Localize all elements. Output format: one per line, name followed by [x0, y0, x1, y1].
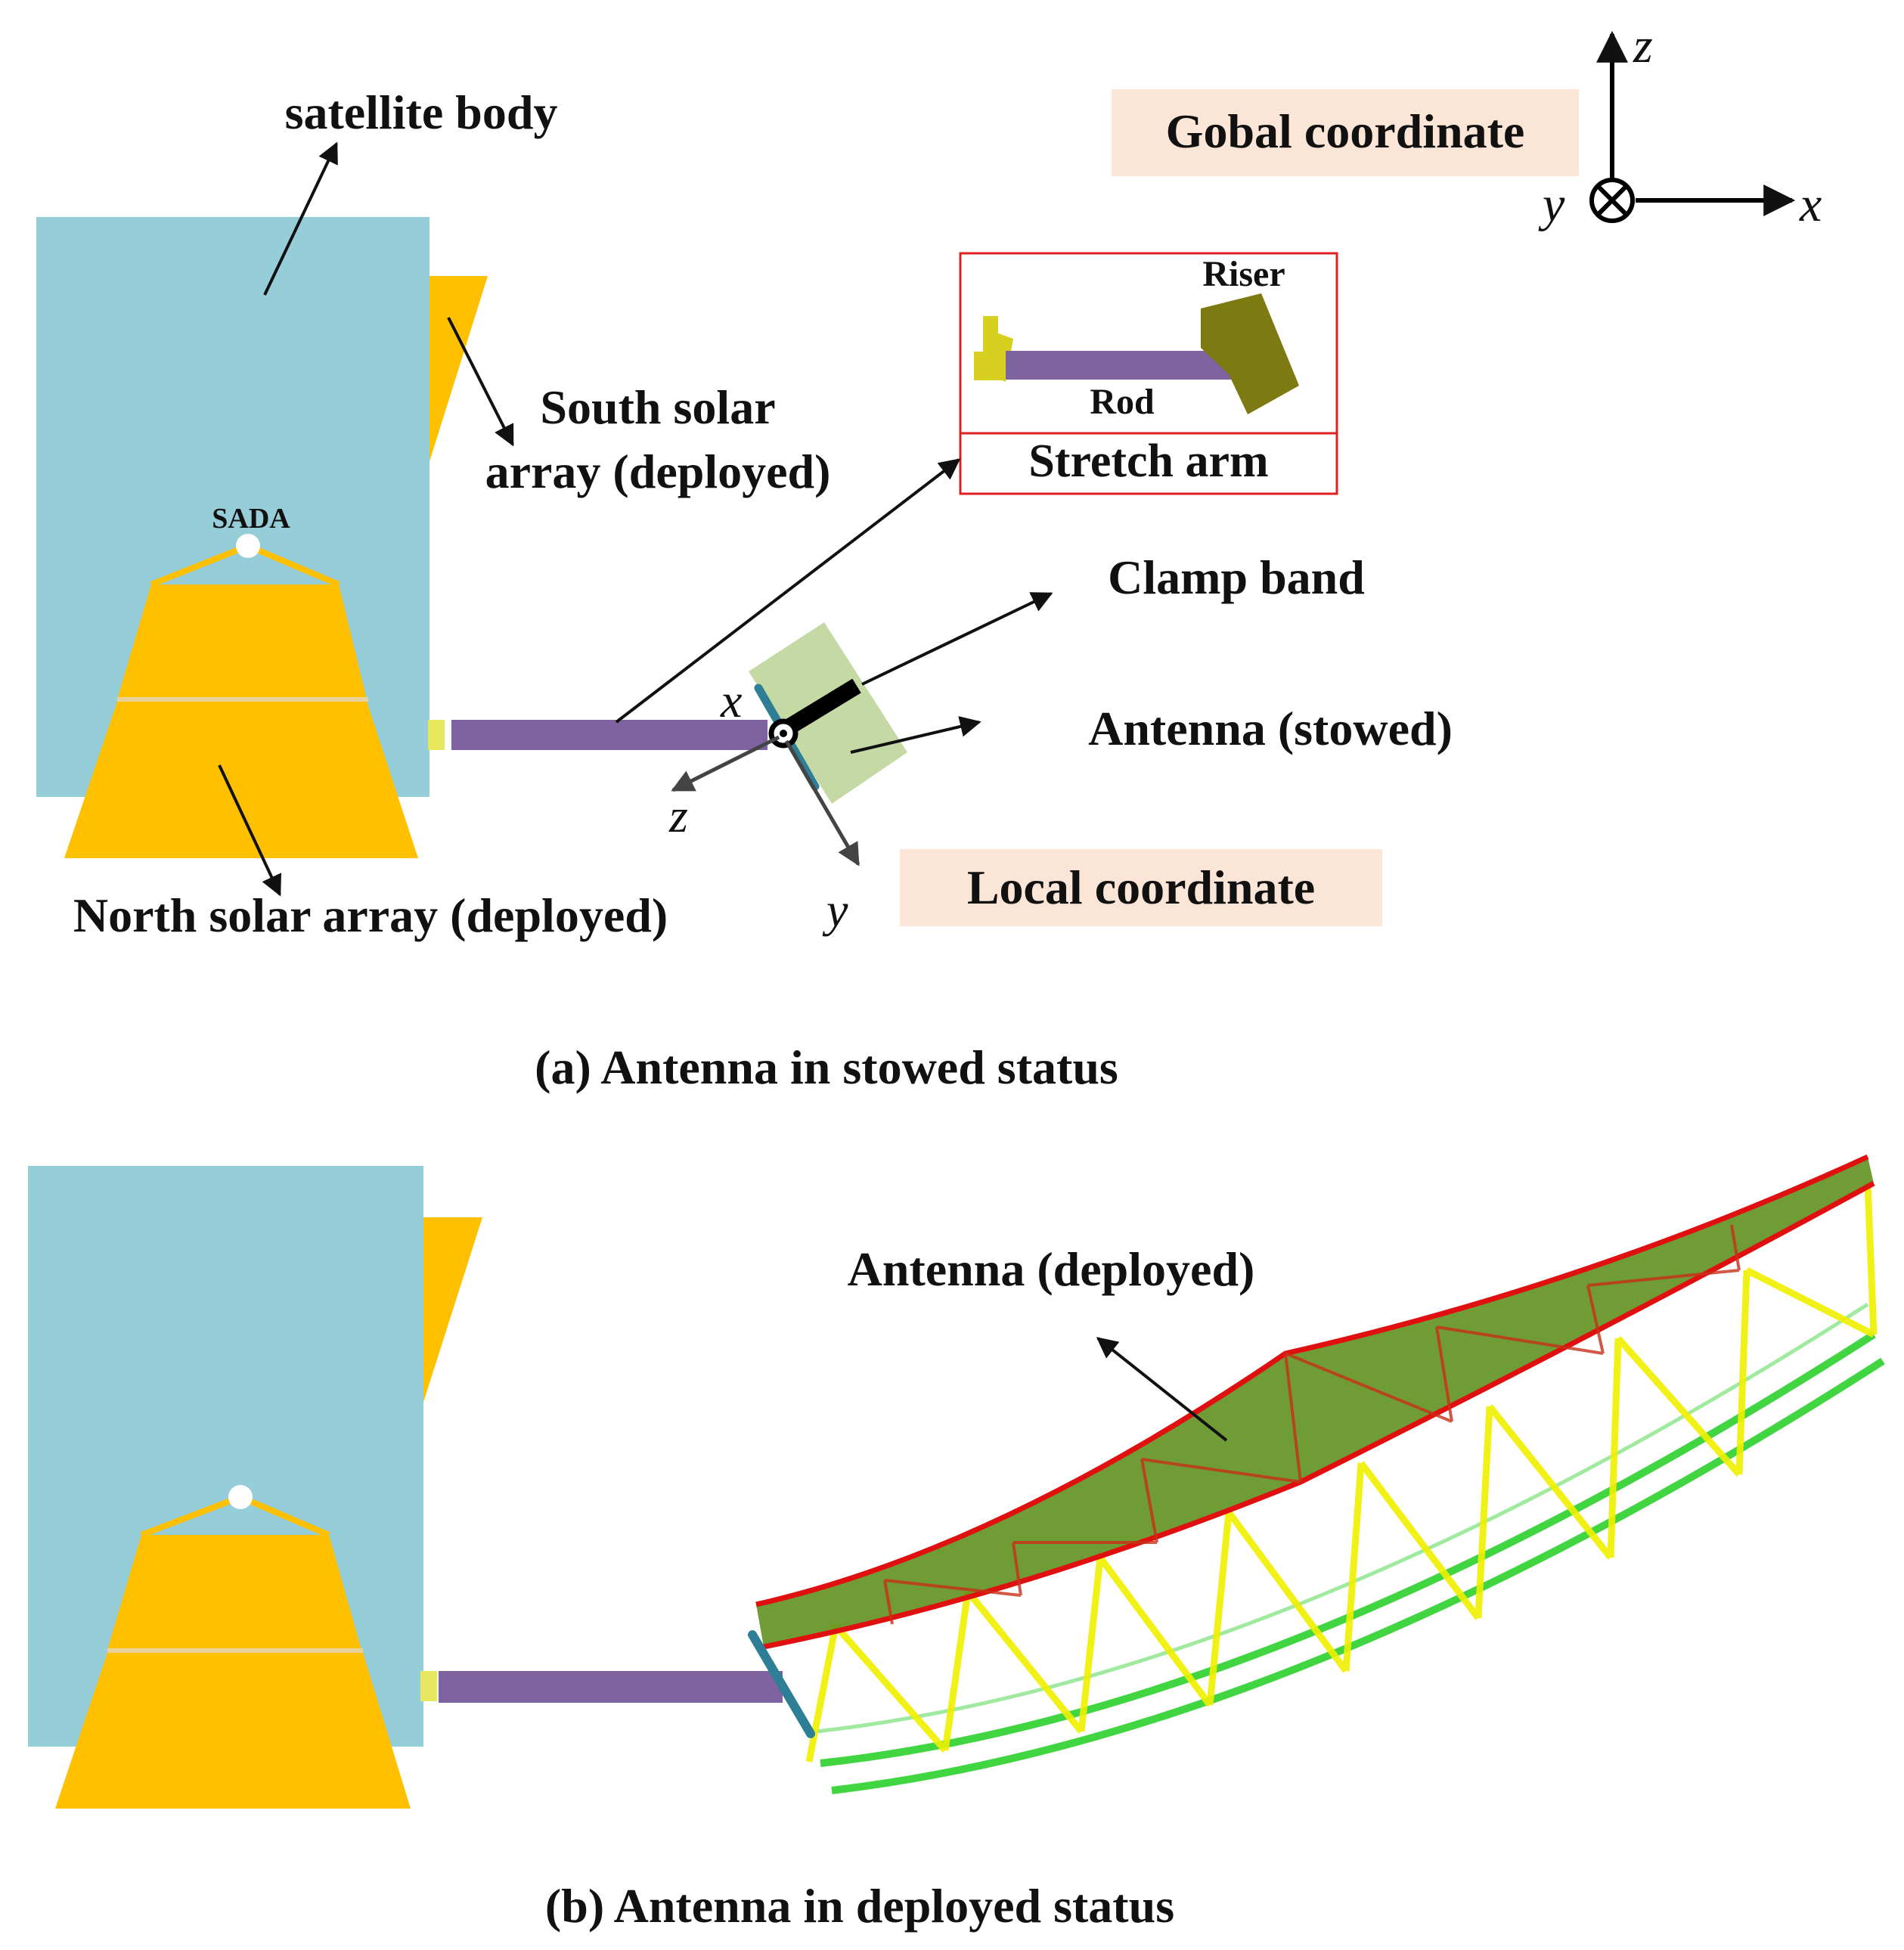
clamp-band	[779, 678, 861, 738]
leader-arrows-a	[218, 141, 1053, 897]
south-solar-label-line1: South solar	[540, 380, 775, 434]
inset-rod-label: Rod	[1090, 382, 1155, 422]
global-z-label: z	[1633, 18, 1653, 73]
caption-a: (a) Antenna in stowed status	[535, 1040, 1118, 1094]
north-solar-array-b	[55, 1494, 411, 1809]
global-coordinate-box	[1112, 89, 1579, 176]
global-y-label: y	[1538, 177, 1565, 232]
inset-base-bracket	[974, 316, 1013, 382]
local-y-label: y	[822, 883, 848, 937]
sada-joint-b	[228, 1485, 253, 1509]
north-solar-array-a	[64, 543, 418, 858]
caption-b: (b) Antenna in deployed status	[545, 1879, 1174, 1933]
local-y-axis	[784, 739, 861, 866]
stretch-arm-rod-b	[439, 1671, 783, 1703]
south-solar-array-a	[427, 276, 488, 469]
local-origin-dot	[780, 730, 787, 737]
panel-b: Antenna (deployed) (b) Antenna in deploy…	[28, 1154, 1885, 1933]
antenna-top-ribs	[883, 1224, 1741, 1625]
antenna-deployed-arrow	[1096, 1337, 1228, 1442]
sada-label: SADA	[212, 503, 290, 535]
stretch-arm-inset: Riser Rod Stretch arm	[959, 252, 1338, 495]
stretch-arm-rod-a	[451, 720, 767, 750]
global-x-label: x	[1799, 177, 1822, 232]
satellite-body-label: satellite body	[285, 85, 558, 139]
root-hinge-b	[420, 1671, 437, 1701]
south-solar-label-line2: array (deployed)	[485, 445, 831, 498]
south-solar-array-b	[420, 1217, 482, 1414]
local-coordinate-box	[900, 849, 1382, 926]
antenna-vertical-truss	[805, 1183, 1878, 1762]
local-z-label: z	[668, 789, 688, 842]
clamp-band-label: Clamp band	[1108, 550, 1365, 604]
inset-riser-label: Riser	[1202, 254, 1285, 294]
antenna-stowed-body	[749, 622, 907, 804]
antenna-top-surface	[756, 1157, 1874, 1647]
stretch-arm-label: Stretch arm	[1028, 436, 1268, 487]
antenna-deployed-label: Antenna (deployed)	[848, 1242, 1255, 1296]
local-z-axis	[671, 735, 780, 792]
global-coordinate-label: Gobal coordinate	[1166, 104, 1525, 158]
local-coordinate-label: Local coordinate	[967, 860, 1315, 914]
antenna-deployed	[748, 1154, 1885, 1794]
antenna-stowed-label: Antenna (stowed)	[1088, 702, 1453, 755]
sada-joint-a	[236, 534, 260, 558]
local-x-label: x	[720, 674, 742, 727]
inset-riser	[1201, 293, 1299, 414]
antenna-hinge-b	[748, 1630, 815, 1738]
root-hinge-a	[428, 720, 445, 750]
global-axes: z y x	[1538, 18, 1822, 232]
panel-a: x z y Riser Rod Stretch arm Gobal coordi…	[36, 18, 1822, 1094]
inset-rod	[1006, 351, 1236, 380]
north-solar-label: North solar array (deployed)	[73, 888, 668, 942]
